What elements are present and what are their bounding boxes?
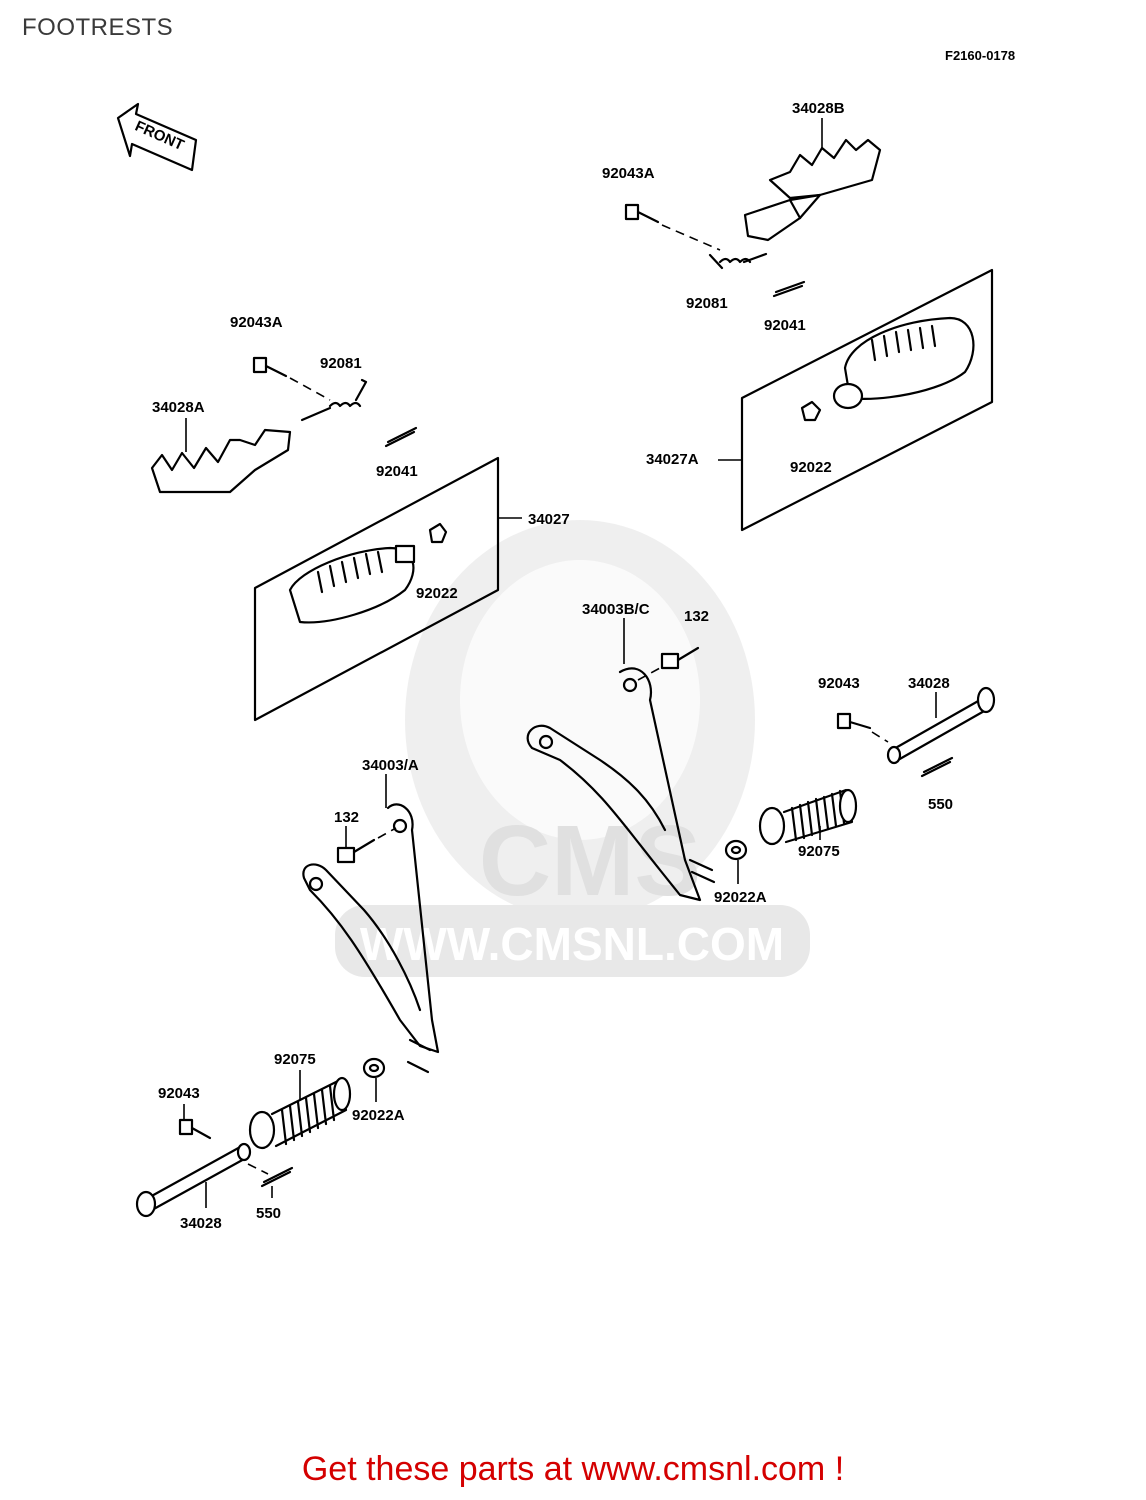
- bolt-92043-left: [178, 1118, 212, 1140]
- spring-92075-right-icon: [758, 788, 858, 846]
- figure-code: F2160-0178: [945, 48, 1016, 63]
- spring-92081-right-icon: [708, 252, 768, 270]
- part-label-34027: 34027: [528, 511, 570, 528]
- part-label-92041-right: 92041: [764, 317, 806, 334]
- pin-34028-right: [886, 686, 996, 765]
- part-label-92043-right: 92043: [818, 675, 860, 692]
- part-label-34028A: 34028A: [152, 399, 205, 416]
- part-label-34027A: 34027A: [646, 451, 699, 468]
- part-label-92022-right: 92022: [790, 459, 832, 476]
- part-label-34028-right: 34028: [908, 675, 950, 692]
- bolt-92043A-left: [252, 356, 288, 378]
- bolt-92043A-right: [624, 203, 660, 224]
- spring-92081-left-icon: [300, 378, 368, 422]
- part-label-34003BC: 34003B/C: [582, 601, 650, 618]
- part-label-92043A-left: 92043A: [230, 314, 283, 331]
- part-label-92075-right: 92075: [798, 843, 840, 860]
- part-label-92075-left: 92075: [274, 1051, 316, 1068]
- part-label-34003A: 34003/A: [362, 757, 419, 774]
- part-label-92081-left: 92081: [320, 355, 362, 372]
- bracket-34003A: [302, 803, 440, 1074]
- part-label-132-left: 132: [334, 809, 359, 826]
- bolt-92043-right: [836, 712, 872, 730]
- part-label-92043-left: 92043: [158, 1085, 200, 1102]
- part-label-92041-left: 92041: [376, 463, 418, 480]
- cotter-pin-550-left-icon: [260, 1166, 294, 1188]
- part-label-34028B: 34028B: [792, 100, 845, 117]
- washer-92022A-right: [724, 839, 748, 861]
- part-label-34028-left: 34028: [180, 1215, 222, 1232]
- cotter-pin-92041-right-icon: [772, 280, 806, 298]
- spring-92075-left-icon: [248, 1076, 352, 1150]
- part-label-92022A-left: 92022A: [352, 1107, 405, 1124]
- bolt-132-left: [336, 838, 376, 864]
- footpeg-34028B: [743, 138, 882, 242]
- part-label-92043A-right: 92043A: [602, 165, 655, 182]
- watermark-logo: CMS WWW.CMSNL.COM: [335, 520, 810, 977]
- cotter-pin-92041-left-icon: [384, 426, 418, 448]
- footpeg-34028A: [150, 428, 292, 494]
- footpeg-rubber-34027A-box: [740, 268, 994, 532]
- front-direction-arrow-icon: FRONT: [116, 102, 198, 172]
- part-label-92022A-right: 92022A: [714, 889, 767, 906]
- bolt-132-right: [660, 646, 700, 670]
- footpeg-rubber-34027-box: [253, 456, 500, 722]
- watermark-url-text: WWW.CMSNL.COM: [360, 918, 784, 970]
- bracket-34003BC: [526, 667, 716, 902]
- part-label-550-left: 550: [256, 1205, 281, 1222]
- page-title: FOOTRESTS: [22, 14, 174, 41]
- part-label-132-right: 132: [684, 608, 709, 625]
- watermark-logo-text: CMS: [479, 805, 701, 917]
- part-label-92022-left: 92022: [416, 585, 458, 602]
- part-label-92081-right: 92081: [686, 295, 728, 312]
- washer-92022A-left: [362, 1057, 386, 1079]
- cotter-pin-550-right-icon: [920, 756, 954, 778]
- promo-link[interactable]: Get these parts at www.cmsnl.com !: [301, 1450, 845, 1488]
- part-label-550-right: 550: [928, 796, 953, 813]
- pin-34028-left: [135, 1142, 252, 1218]
